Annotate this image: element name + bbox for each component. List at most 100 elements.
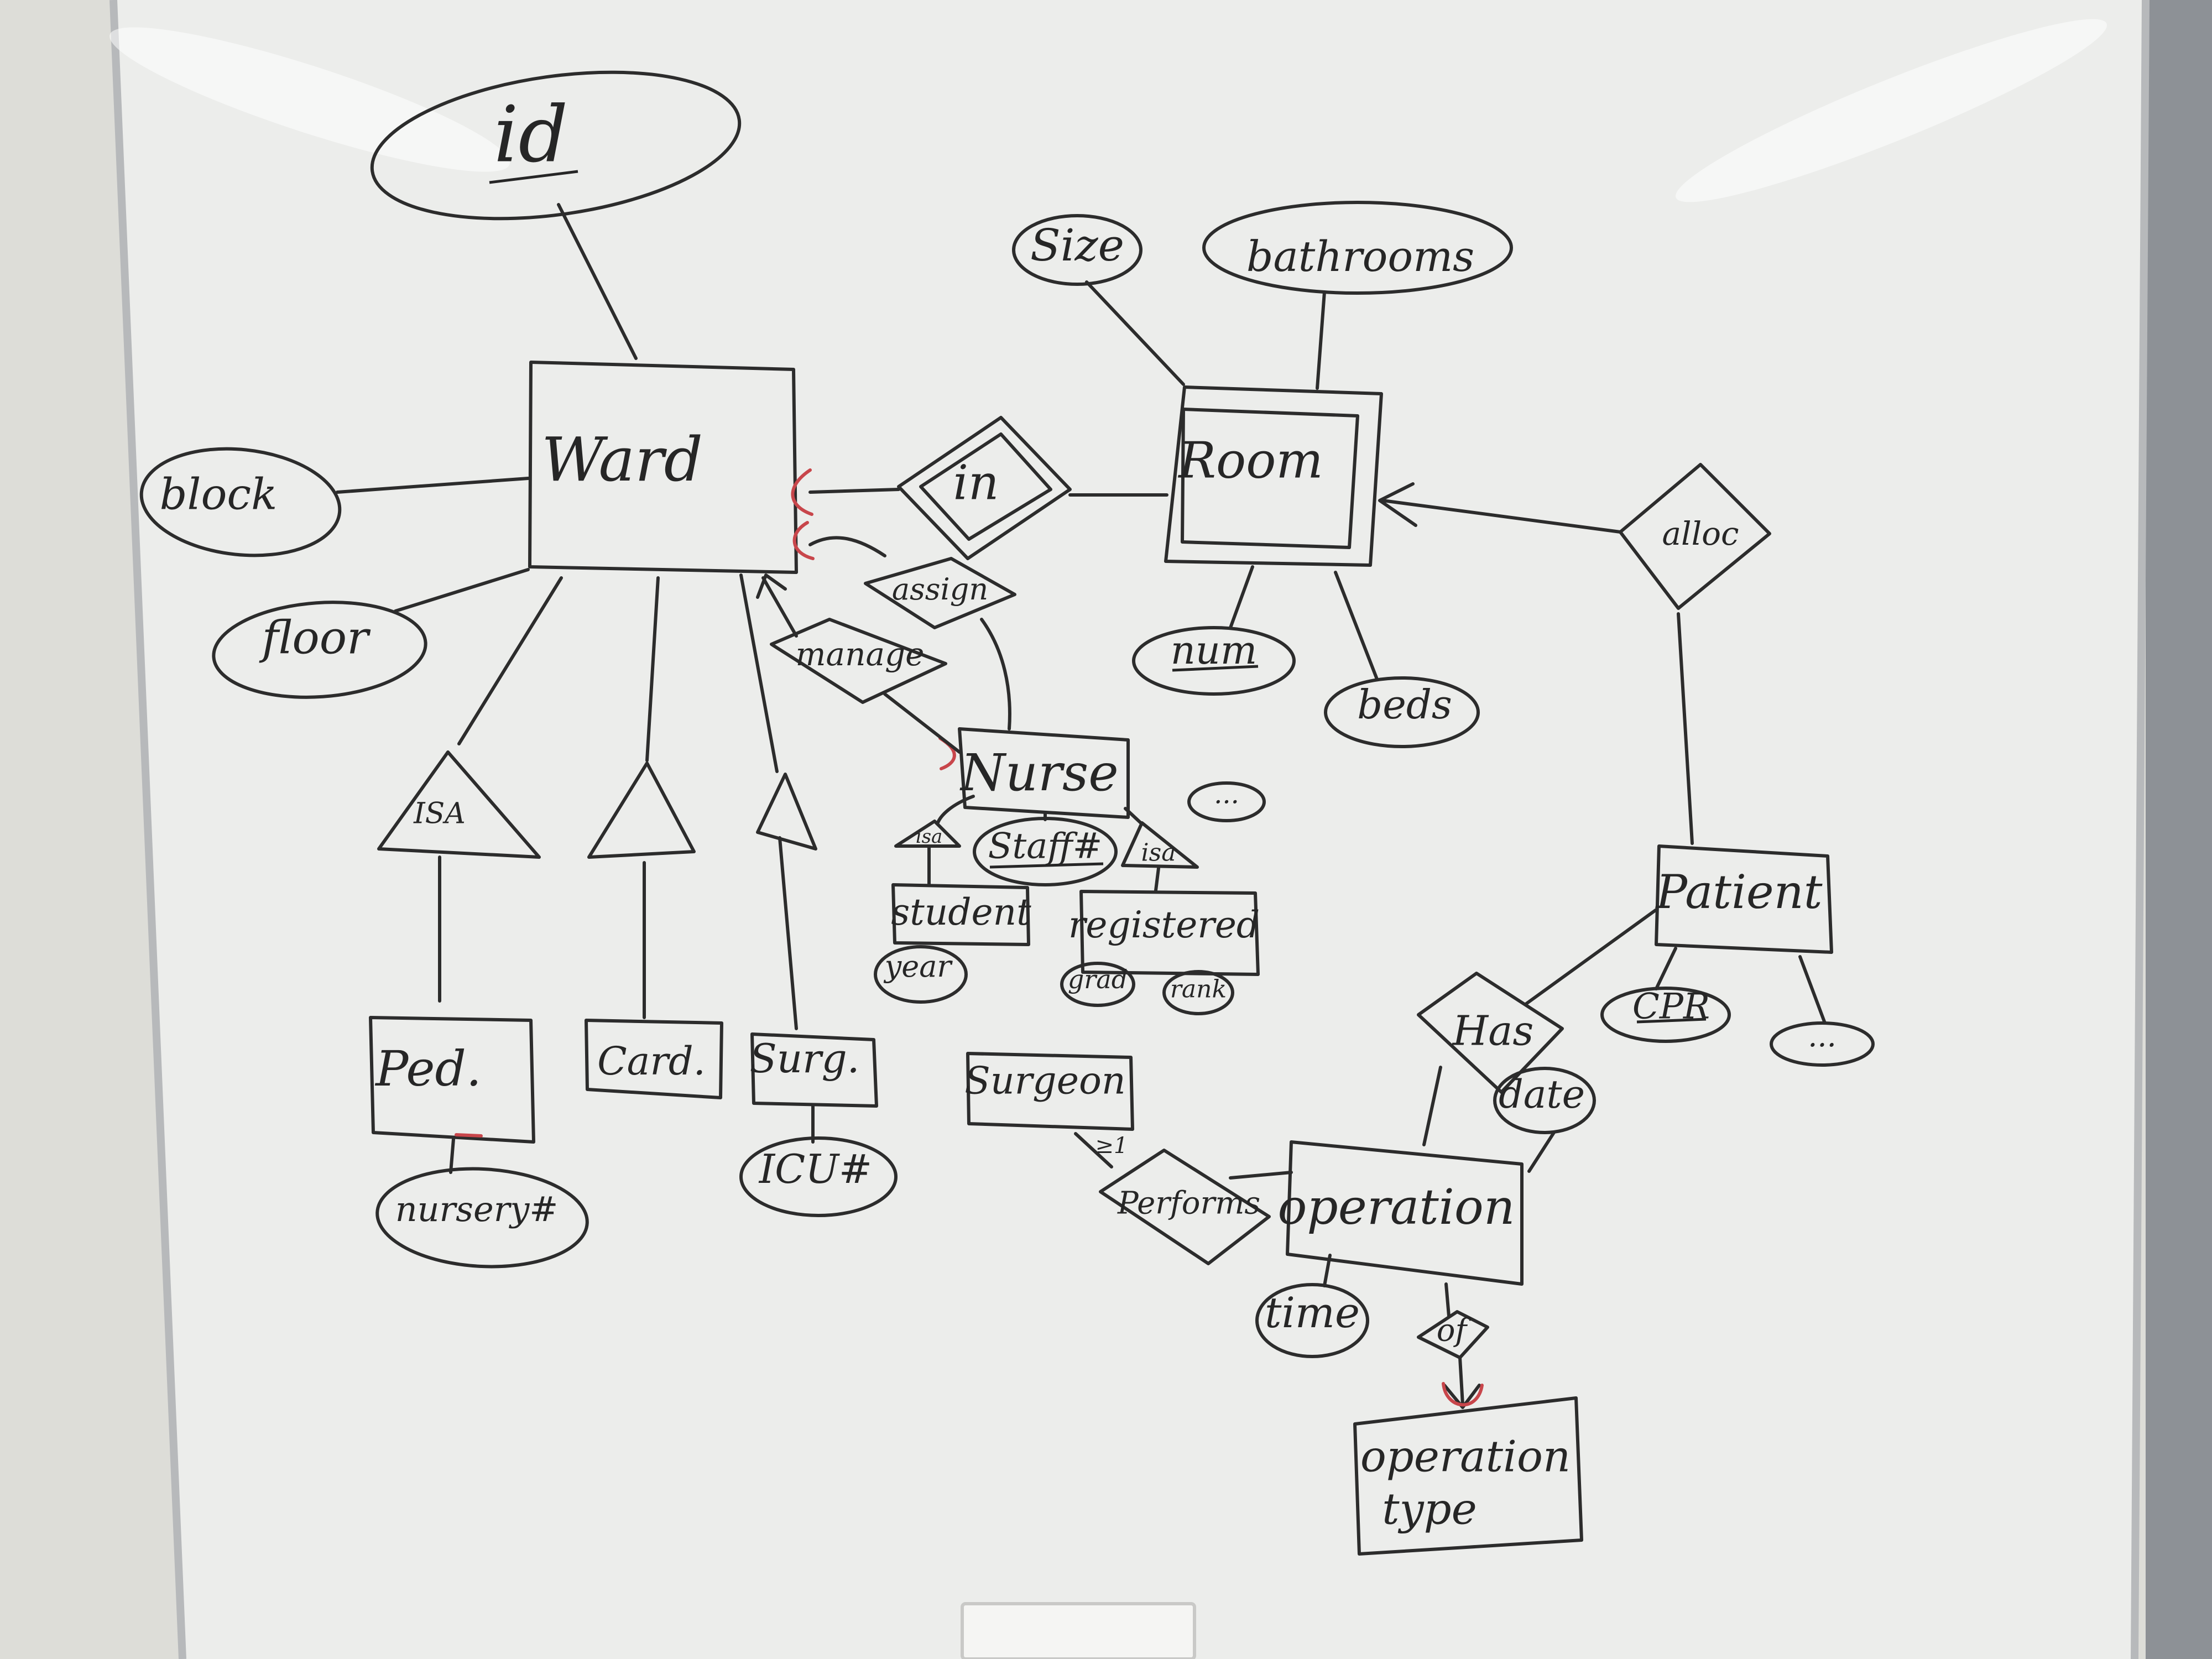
registered-label: registered — [1068, 904, 1260, 946]
num-attribute: num — [1132, 626, 1296, 696]
glare — [1676, 19, 2107, 202]
num-label: num — [1171, 628, 1258, 673]
cpr-key-underline — [1636, 1018, 1707, 1024]
assign-relationship: assign — [864, 557, 1016, 629]
performs-label: Performs — [1117, 1186, 1260, 1222]
patient-more-line — [1798, 955, 1827, 1025]
student-entity: student — [891, 883, 1031, 946]
performs-relationship: Performs — [1099, 1149, 1271, 1265]
icu-attribute: ICU# — [739, 1136, 898, 1217]
assign-nurse-line — [980, 618, 1011, 731]
id-label: id — [494, 90, 568, 180]
ward-entity: Ward — [528, 361, 798, 574]
assign-label: assign — [892, 572, 988, 607]
rank-attribute: rank — [1162, 970, 1234, 1015]
has-date-line — [1527, 1131, 1556, 1173]
room-bathrooms-line — [1316, 290, 1326, 390]
time-attribute: time — [1255, 1283, 1369, 1358]
cpr-attribute: CPR — [1600, 987, 1731, 1043]
isa-triangle-student: isa — [894, 820, 961, 848]
staff-attribute: Staff# — [973, 817, 1118, 886]
nursery-attribute: nursery# — [375, 1167, 589, 1269]
size-label: Size — [1030, 220, 1124, 271]
staff-label: Staff# — [988, 826, 1103, 867]
of-relationship: of — [1417, 1310, 1489, 1359]
year-label: year — [884, 949, 953, 984]
isa-registered-line — [1154, 867, 1160, 892]
date-label: date — [1499, 1072, 1585, 1117]
surg-entity: Surg. — [749, 1032, 878, 1108]
ped-nursery-line — [449, 1138, 455, 1174]
nurse-more-attribute: ... — [1187, 779, 1266, 822]
floor-label: floor — [259, 612, 371, 665]
student-label: student — [891, 891, 1031, 933]
registered-entity: registered — [1068, 890, 1260, 976]
ward-manage-arrowhead — [756, 573, 787, 599]
operation-entity: operation — [1277, 1140, 1524, 1286]
ped-entity: Ped. — [369, 1016, 535, 1144]
patient-entity: Patient — [1655, 844, 1833, 954]
operation-of-line — [1444, 1282, 1451, 1318]
ward-assign-line — [808, 536, 886, 557]
ward-isa2-line — [645, 576, 660, 762]
room-size-line — [1085, 280, 1185, 386]
isa-triangle-surg — [756, 773, 817, 851]
patient-has-line — [1525, 908, 1658, 1005]
patient-more-attribute: ... — [1770, 1019, 1875, 1067]
time-label: time — [1265, 1288, 1360, 1337]
manage-nurse-line — [883, 692, 961, 754]
floor-attribute: floor — [212, 601, 427, 699]
ward-isa3-line — [739, 573, 779, 773]
num-key-underline — [1172, 665, 1259, 672]
room-beds-line — [1334, 571, 1379, 681]
isa-triangle-ped: ISA — [377, 750, 541, 859]
ward-block-line — [336, 477, 530, 494]
surgeon-performs-line — [1074, 1132, 1113, 1168]
year-attribute: year — [874, 945, 968, 1004]
ward-id-line — [557, 203, 638, 360]
wall-right-edge — [2146, 0, 2212, 1659]
in-relationship: in — [897, 416, 1072, 560]
room-alloc-line — [1381, 499, 1622, 534]
performs-cardinality: ≥1 — [1095, 1133, 1128, 1159]
performs-operation-line — [1229, 1171, 1293, 1180]
room-entity: Room — [1164, 385, 1383, 567]
glare — [109, 27, 510, 172]
board-right-edge — [2131, 0, 2150, 1659]
manage-label: manage — [796, 635, 925, 673]
of-arrowhead — [1443, 1384, 1481, 1409]
in-label: in — [953, 456, 999, 511]
id-key-underline — [489, 170, 578, 184]
room-label: Room — [1177, 431, 1323, 489]
operation-type-label-2: type — [1382, 1485, 1477, 1535]
isa-surg-line — [778, 836, 798, 1030]
nurse-label: Nurse — [959, 743, 1118, 802]
bathrooms-label: bathrooms — [1246, 232, 1474, 281]
patient-cpr-line — [1655, 947, 1677, 990]
has-relationship: Has — [1417, 972, 1564, 1094]
surgeon-label: Surgeon — [964, 1060, 1125, 1103]
nurse-isa-student-line — [936, 795, 975, 826]
ward-in-line — [808, 488, 900, 494]
whiteboard — [113, 0, 2146, 1659]
room-num-line — [1229, 565, 1254, 629]
alloc-relationship: alloc — [1619, 463, 1771, 610]
alloc-patient-line — [1677, 612, 1694, 845]
ward-in-arrowhead — [791, 468, 813, 516]
ward-assign-arrowhead — [792, 521, 815, 560]
ped-red-mark — [455, 1133, 483, 1138]
alloc-label: alloc — [1662, 515, 1739, 552]
of-red-arc — [1442, 1382, 1484, 1407]
isa-registered-label: isa — [1141, 839, 1176, 867]
id-attribute: id — [370, 70, 742, 221]
operation-label: operation — [1277, 1178, 1515, 1235]
bathrooms-attribute: bathrooms — [1202, 201, 1513, 295]
of-label: of — [1437, 1313, 1472, 1349]
of-optype-line — [1458, 1356, 1464, 1406]
isa-student-label: isa — [916, 826, 943, 848]
ped-label: Ped. — [374, 1040, 482, 1097]
size-attribute: Size — [1012, 214, 1142, 286]
isa-triangle-card — [587, 761, 696, 859]
surgeon-entity: Surgeon — [964, 1052, 1134, 1131]
